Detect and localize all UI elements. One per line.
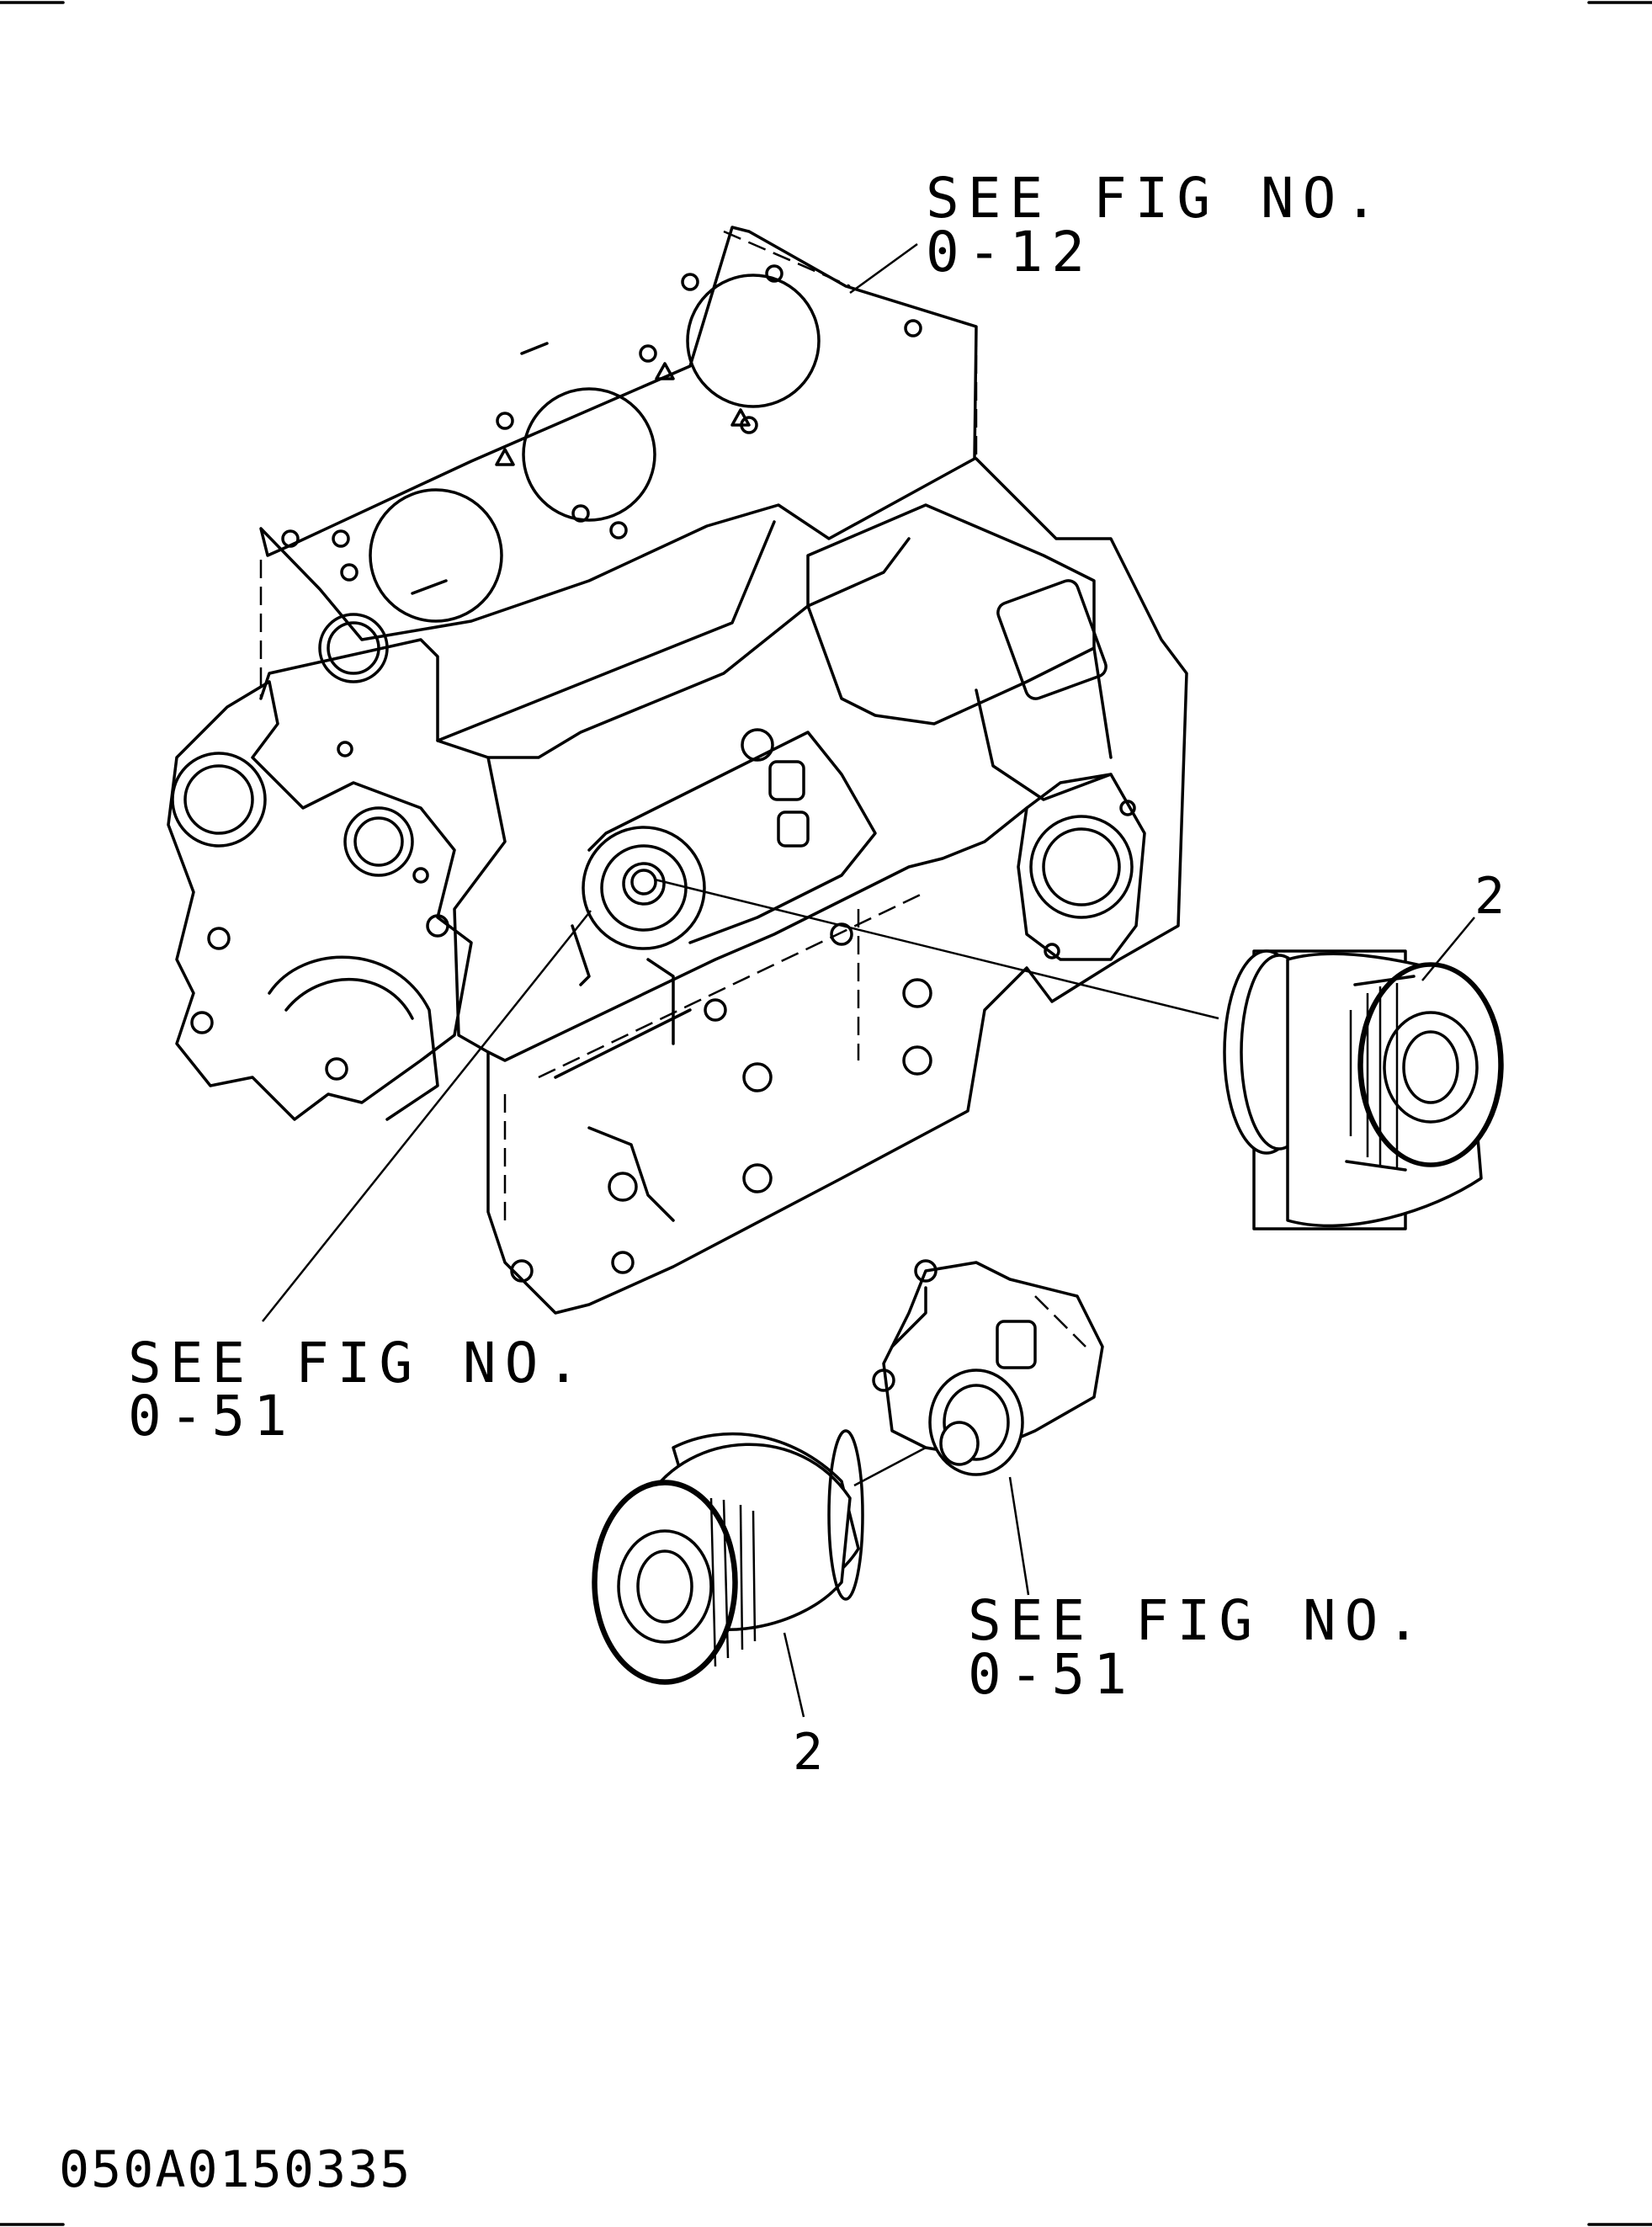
ref-bottom-line1: SEE FIG NO. — [968, 1588, 1428, 1653]
filter-adapter — [872, 1259, 1104, 1476]
part-number-upper-filter: 2 — [1474, 867, 1513, 926]
reference-label-top: SEE FIG NO. 0-12 — [926, 166, 1386, 284]
reference-label-left: SEE FIG NO. 0-51 — [128, 1331, 588, 1448]
part-number-lower-filter: 2 — [793, 1723, 831, 1782]
oil-filter-upper — [1223, 949, 1504, 1230]
ref-top-line2: 0-12 — [926, 220, 1093, 284]
ref-top-line1: SEE FIG NO. — [926, 166, 1386, 231]
ref-left-line2: 0-51 — [128, 1384, 295, 1448]
ref-bottom-line2: 0-51 — [968, 1642, 1135, 1707]
leader-lines — [262, 242, 1475, 1718]
oil-filter-lower — [592, 1429, 864, 1685]
ref-left-line1: SEE FIG NO. — [128, 1331, 588, 1395]
engine-block — [167, 226, 1188, 1315]
drawing-number: 050A0150335 — [59, 2140, 412, 2199]
reference-label-bottom: SEE FIG NO. 0-51 — [968, 1588, 1428, 1707]
